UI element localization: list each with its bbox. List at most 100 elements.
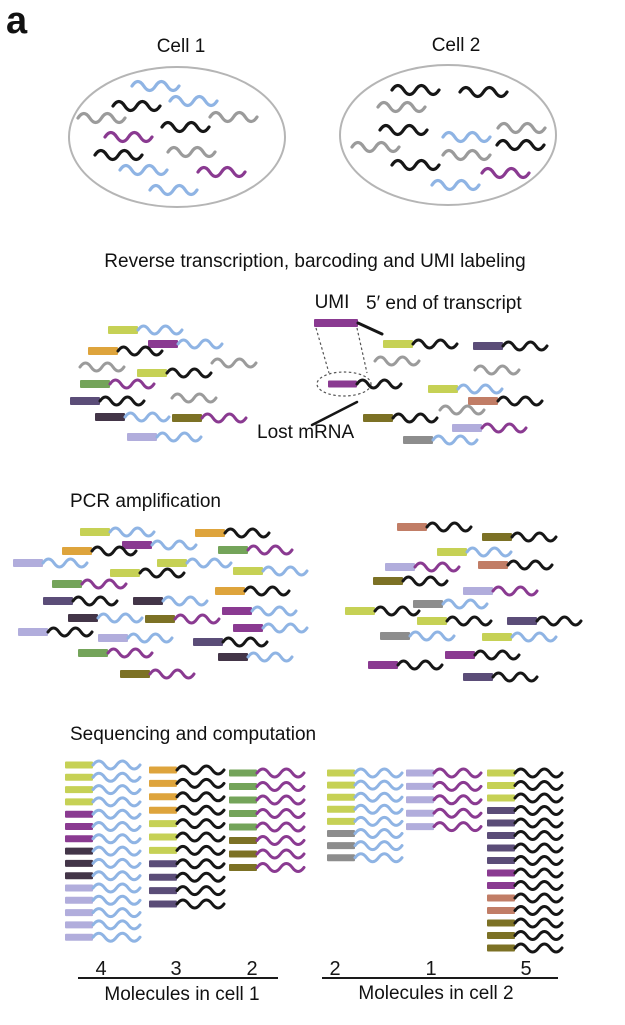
mrna-squiggle: [491, 585, 539, 597]
barcode-bar: [218, 546, 248, 554]
cell2-membrane: [339, 64, 557, 206]
read-stack-column-6: 5: [487, 767, 564, 980]
mrna-molecule: [327, 803, 404, 815]
mrna-molecule: [463, 671, 539, 683]
mrna-molecule: [350, 140, 401, 154]
mrna-squiggle: [165, 367, 213, 379]
mrna-molecule: [65, 784, 142, 796]
barcode-bar: [157, 559, 187, 567]
mrna-squiggle: [353, 815, 404, 827]
mrna-squiggle: [401, 575, 449, 587]
mrna-squiggle: [108, 378, 156, 390]
mrna-molecule: [65, 931, 142, 943]
mrna-molecule: [160, 120, 211, 134]
barcode-bar: [345, 607, 375, 615]
barcode-bar: [507, 617, 537, 625]
mrna-squiggle: [255, 821, 306, 833]
barcode-bar: [88, 347, 118, 355]
barcode-bar: [406, 796, 434, 804]
barcode-bar: [229, 850, 257, 858]
barcode-bar: [65, 773, 93, 781]
mrna-squiggle: [255, 794, 306, 806]
mrna-squiggle: [130, 79, 181, 93]
magnifier-dashed-line: [315, 327, 330, 374]
mrna-squiggle: [46, 626, 94, 638]
barcode-bar: [328, 380, 357, 388]
barcode-bar: [487, 932, 515, 939]
mrna-molecule: [137, 367, 213, 379]
barcode-bar: [487, 944, 515, 952]
mrna-molecule: [445, 649, 521, 661]
mrna-squiggle: [513, 792, 564, 804]
mrna-molecule: [487, 930, 564, 941]
barcode-bar: [397, 523, 427, 531]
molecule-count: 4: [95, 958, 106, 980]
barcode-bar: [487, 769, 515, 777]
mrna-molecule: [78, 361, 126, 373]
mrna-molecule: [327, 852, 404, 864]
barcode-bar: [149, 860, 177, 868]
mrna-molecule: [111, 99, 162, 113]
mrna-molecule: [193, 636, 269, 648]
mrna-molecule: [390, 83, 441, 97]
mrna-molecule: [507, 615, 583, 627]
mrna-squiggle: [91, 919, 142, 931]
mrna-squiggle: [91, 907, 142, 919]
mrna-squiggle: [432, 767, 483, 779]
barcode-bar: [137, 369, 167, 377]
barcode-bar: [149, 820, 177, 828]
barcode-bar: [487, 857, 515, 864]
mrna-molecule: [127, 431, 203, 443]
mrna-squiggle: [91, 894, 142, 906]
barcode-bar: [406, 823, 434, 831]
mrna-squiggle: [71, 595, 119, 607]
mrna-molecule: [327, 779, 404, 791]
mrna-squiggle: [535, 615, 583, 627]
mrna-squiggle: [491, 671, 539, 683]
mrna-molecule: [380, 630, 456, 642]
mrna-molecule: [13, 557, 89, 569]
mrna-squiggle: [445, 615, 493, 627]
barcode-bar: [229, 864, 257, 871]
mrna-squiggle: [96, 612, 144, 624]
mrna-molecule: [327, 767, 404, 779]
barcode-bar: [148, 340, 178, 348]
barcode-bar: [68, 614, 98, 622]
mrna-squiggle: [255, 862, 306, 873]
mrna-squiggle: [513, 855, 564, 866]
mrna-molecule: [487, 842, 564, 854]
barcode-bar: [487, 894, 515, 902]
mrna-squiggle: [91, 857, 142, 869]
read-stack-column-1: 4: [65, 759, 142, 980]
barcode-bar: [149, 806, 177, 814]
rt-right-molecules: [363, 338, 549, 446]
mrna-molecule: [327, 791, 404, 803]
mrna-squiggle: [473, 364, 521, 376]
barcode-bar: [373, 577, 403, 585]
mrna-molecule: [378, 123, 429, 137]
mrna-molecule: [487, 942, 564, 954]
mrna-squiggle: [441, 130, 492, 144]
mrna-squiggle: [513, 880, 564, 891]
mrna-squiggle: [168, 94, 219, 108]
mrna-squiggle: [513, 942, 564, 954]
barcode-bar: [65, 933, 93, 941]
mrna-molecule: [172, 412, 248, 424]
mrna-squiggle: [513, 767, 564, 779]
mrna-molecule: [406, 794, 483, 806]
mrna-squiggle: [78, 361, 126, 373]
mrna-squiggle: [175, 831, 226, 843]
barcode-bar: [229, 783, 257, 790]
mrna-squiggle: [513, 867, 564, 879]
mrna-squiggle: [396, 659, 444, 671]
mrna-molecule: [208, 110, 259, 124]
mrna-squiggle: [513, 930, 564, 941]
barcode-bar: [145, 615, 175, 623]
mrna-molecule: [458, 85, 509, 99]
mrna-molecule: [149, 818, 226, 830]
mrna-molecule: [149, 777, 226, 789]
mrna-squiggle: [91, 808, 142, 820]
mrna-squiggle: [390, 83, 441, 97]
barcode-bar: [487, 819, 515, 827]
mrna-squiggle: [353, 840, 404, 852]
